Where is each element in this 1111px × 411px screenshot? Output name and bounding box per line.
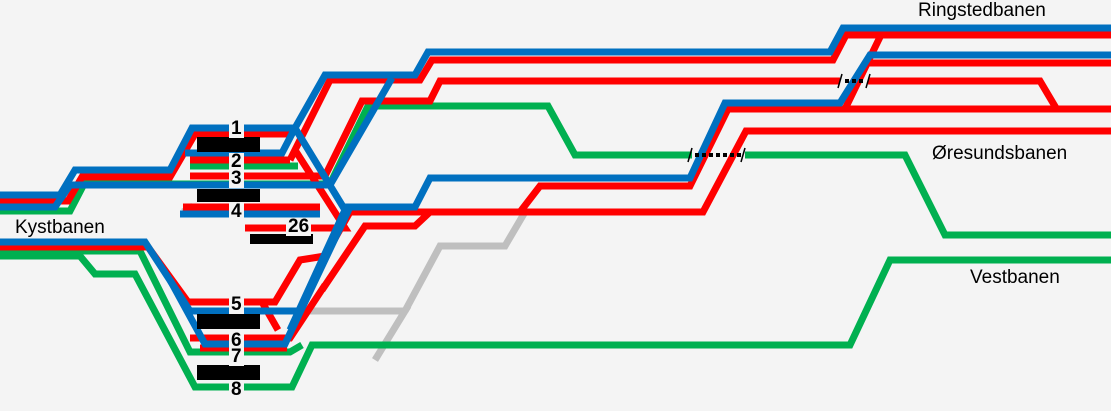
track-blue-ringsted <box>0 24 1111 199</box>
track-red-ringsted-2 <box>868 77 1060 110</box>
platform-number: 2 <box>229 151 244 172</box>
label-oresundsbanen: Øresundsbanen <box>932 143 1068 164</box>
platform-block <box>197 314 260 329</box>
break-mark <box>865 73 871 89</box>
label-ringstedbanen: Ringstedbanen <box>918 0 1046 21</box>
platform-number: 5 <box>229 294 244 315</box>
track-red-3 <box>190 77 840 180</box>
track-green-oresund-east <box>745 151 1111 239</box>
track-gray <box>300 307 412 362</box>
track-blue-2 <box>185 126 299 157</box>
track-red-oresund <box>319 127 1111 292</box>
track-red-26 <box>245 148 352 232</box>
break-mark <box>740 147 746 163</box>
track-green-oresund <box>0 102 692 215</box>
label-kystbanen: Kystbanen <box>15 217 105 238</box>
track-blue-oresund <box>345 51 1111 211</box>
label-vestbanen: Vestbanen <box>970 267 1060 288</box>
dashed-connectors <box>687 73 871 163</box>
blue-tracks <box>0 24 1111 348</box>
platform-block <box>197 137 260 152</box>
track-green-kyst <box>0 247 304 356</box>
platform-block <box>250 234 313 244</box>
track-red-5-cross <box>258 300 282 332</box>
platform-number: 7 <box>229 346 244 367</box>
platform-number: 8 <box>229 379 244 400</box>
track-blue-kyst-2 <box>166 205 354 348</box>
platform-block <box>197 189 260 202</box>
platform-number: 6 <box>229 330 244 351</box>
track-blue-3 <box>0 76 396 211</box>
track-red-top <box>286 31 1111 162</box>
platform-number: 4 <box>229 201 244 222</box>
platform-block <box>197 365 260 380</box>
platform-number: 1 <box>229 118 244 139</box>
break-mark <box>837 73 843 89</box>
track-blue-kyst <box>0 238 298 315</box>
break-mark <box>687 147 693 163</box>
platform-number: 26 <box>286 216 312 237</box>
track-gray <box>401 210 529 313</box>
platform-number: 3 <box>229 168 244 189</box>
